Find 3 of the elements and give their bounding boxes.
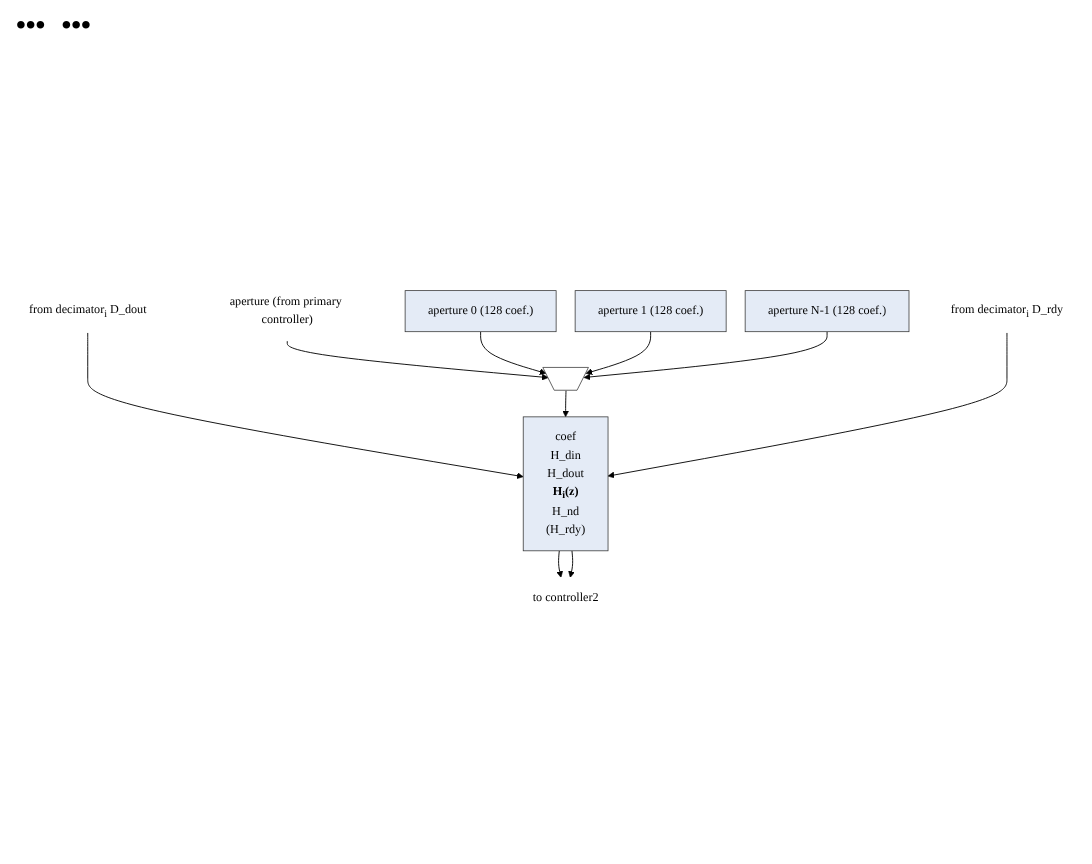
node-trapezoid [542, 367, 589, 391]
ellipsis-dots: ••• [16, 12, 46, 42]
ellipsis-dots: ••• [61, 12, 91, 42]
